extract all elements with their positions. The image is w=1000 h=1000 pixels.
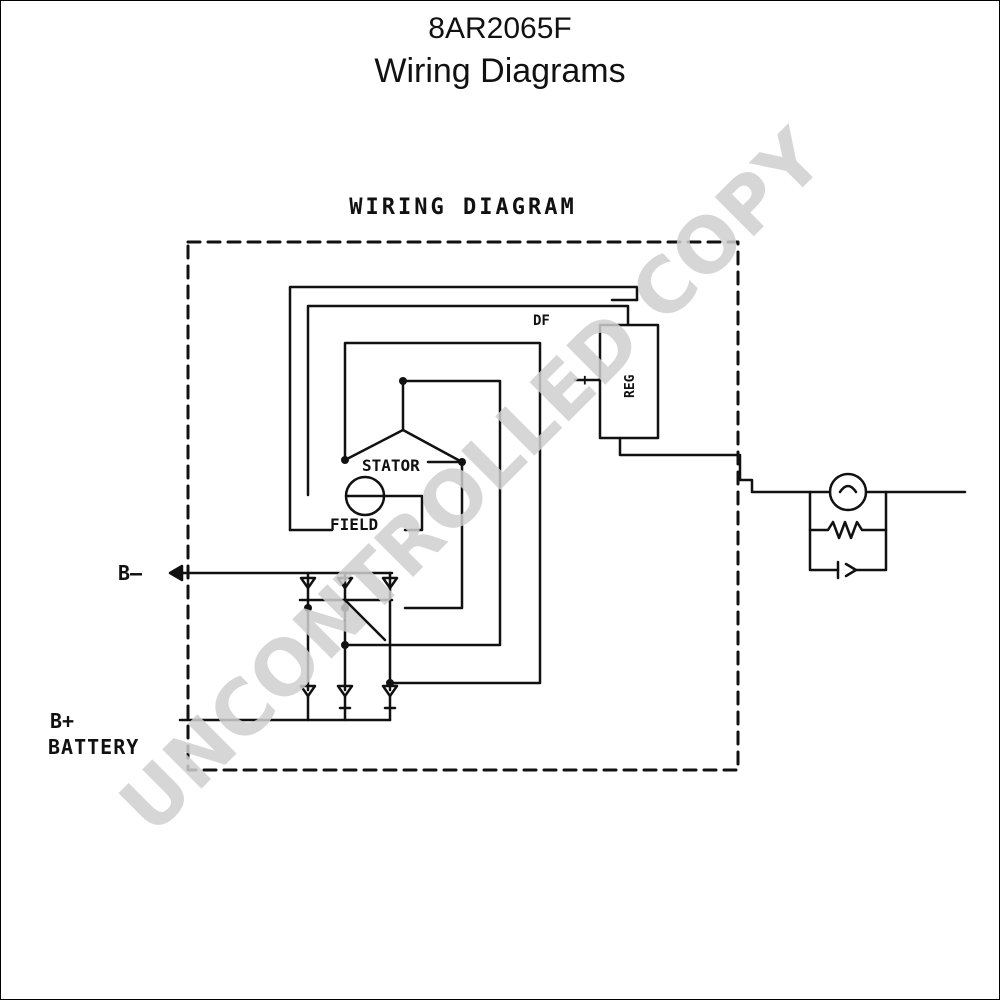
stator-winding-right (401, 428, 464, 464)
uncontrolled-copy-watermark: UNCONTROLLED COPY (103, 112, 841, 850)
diode-upper-3 (381, 576, 399, 590)
df-wire (306, 304, 630, 497)
housing-outline (186, 240, 740, 772)
stator-outer-loop (343, 341, 542, 685)
b-minus-arrow (168, 564, 184, 582)
diagram-heading: WIRING DIAGRAM (349, 195, 576, 220)
diode-symbol (836, 560, 858, 580)
diode-lower-2 (336, 684, 354, 698)
reg-output-wire (618, 436, 832, 494)
resistor-symbol (808, 520, 888, 540)
indicator-lamp-symbol (828, 472, 868, 512)
diode-lower-1 (299, 684, 317, 698)
bypass-right-leg (854, 490, 888, 572)
field-lead-right (381, 494, 424, 532)
regulator-box (598, 323, 660, 440)
df-label: DF (533, 313, 550, 329)
outer-field-wire (288, 285, 639, 532)
battery-label: BATTERY (48, 735, 139, 759)
field-label: FIELD (330, 515, 378, 534)
part-number: 8AR2065F (428, 12, 572, 45)
reg-plus-symbol: + (580, 370, 590, 389)
diode-upper-1 (299, 576, 317, 590)
bypass-left-leg (808, 490, 840, 572)
reg-label: REG (623, 374, 638, 398)
stator-middle-loop (388, 379, 502, 647)
lamp-filament (838, 484, 858, 494)
wire-nodes (304, 377, 466, 687)
page-title: Wiring Diagrams (374, 52, 626, 90)
rectifier-cross-2 (343, 598, 387, 642)
diode-upper-2 (336, 576, 354, 590)
stator-winding-left (343, 428, 405, 462)
b-plus-label: B+ (50, 709, 74, 733)
stator-label: STATOR (362, 456, 420, 475)
b-minus-label: B– (118, 561, 143, 585)
stator-inner-loop (403, 460, 464, 610)
